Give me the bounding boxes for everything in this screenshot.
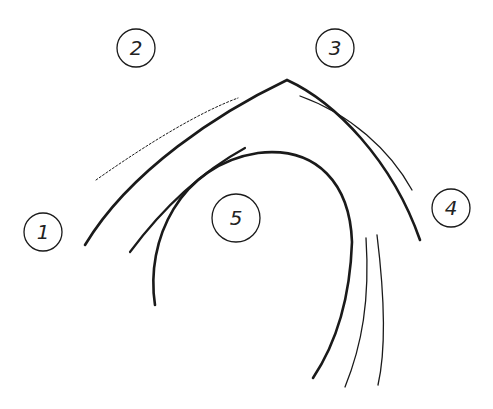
circle-outline: [24, 213, 62, 251]
circle-outline: [212, 194, 260, 242]
circle-outline: [316, 29, 354, 67]
limb-line: [345, 238, 367, 387]
callout-number: 2: [130, 38, 143, 58]
limb-line: [377, 235, 384, 385]
callout-number: 1: [37, 222, 50, 242]
callout-circle: 5: [211, 193, 261, 243]
callout-circle: 1: [23, 212, 63, 252]
circle-outline: [117, 29, 155, 67]
callout-circle: 2: [116, 28, 156, 68]
callout-number: 4: [445, 198, 458, 218]
core-fold-line: [153, 152, 352, 378]
callout-circle: 3: [315, 28, 355, 68]
outer-fold-line: [85, 80, 420, 245]
callout-number: 3: [329, 38, 342, 58]
thin-fold-line: [300, 96, 412, 190]
circle-outline: [432, 189, 470, 227]
callout-number: 5: [230, 208, 243, 228]
callout-circle: 4: [431, 188, 471, 228]
